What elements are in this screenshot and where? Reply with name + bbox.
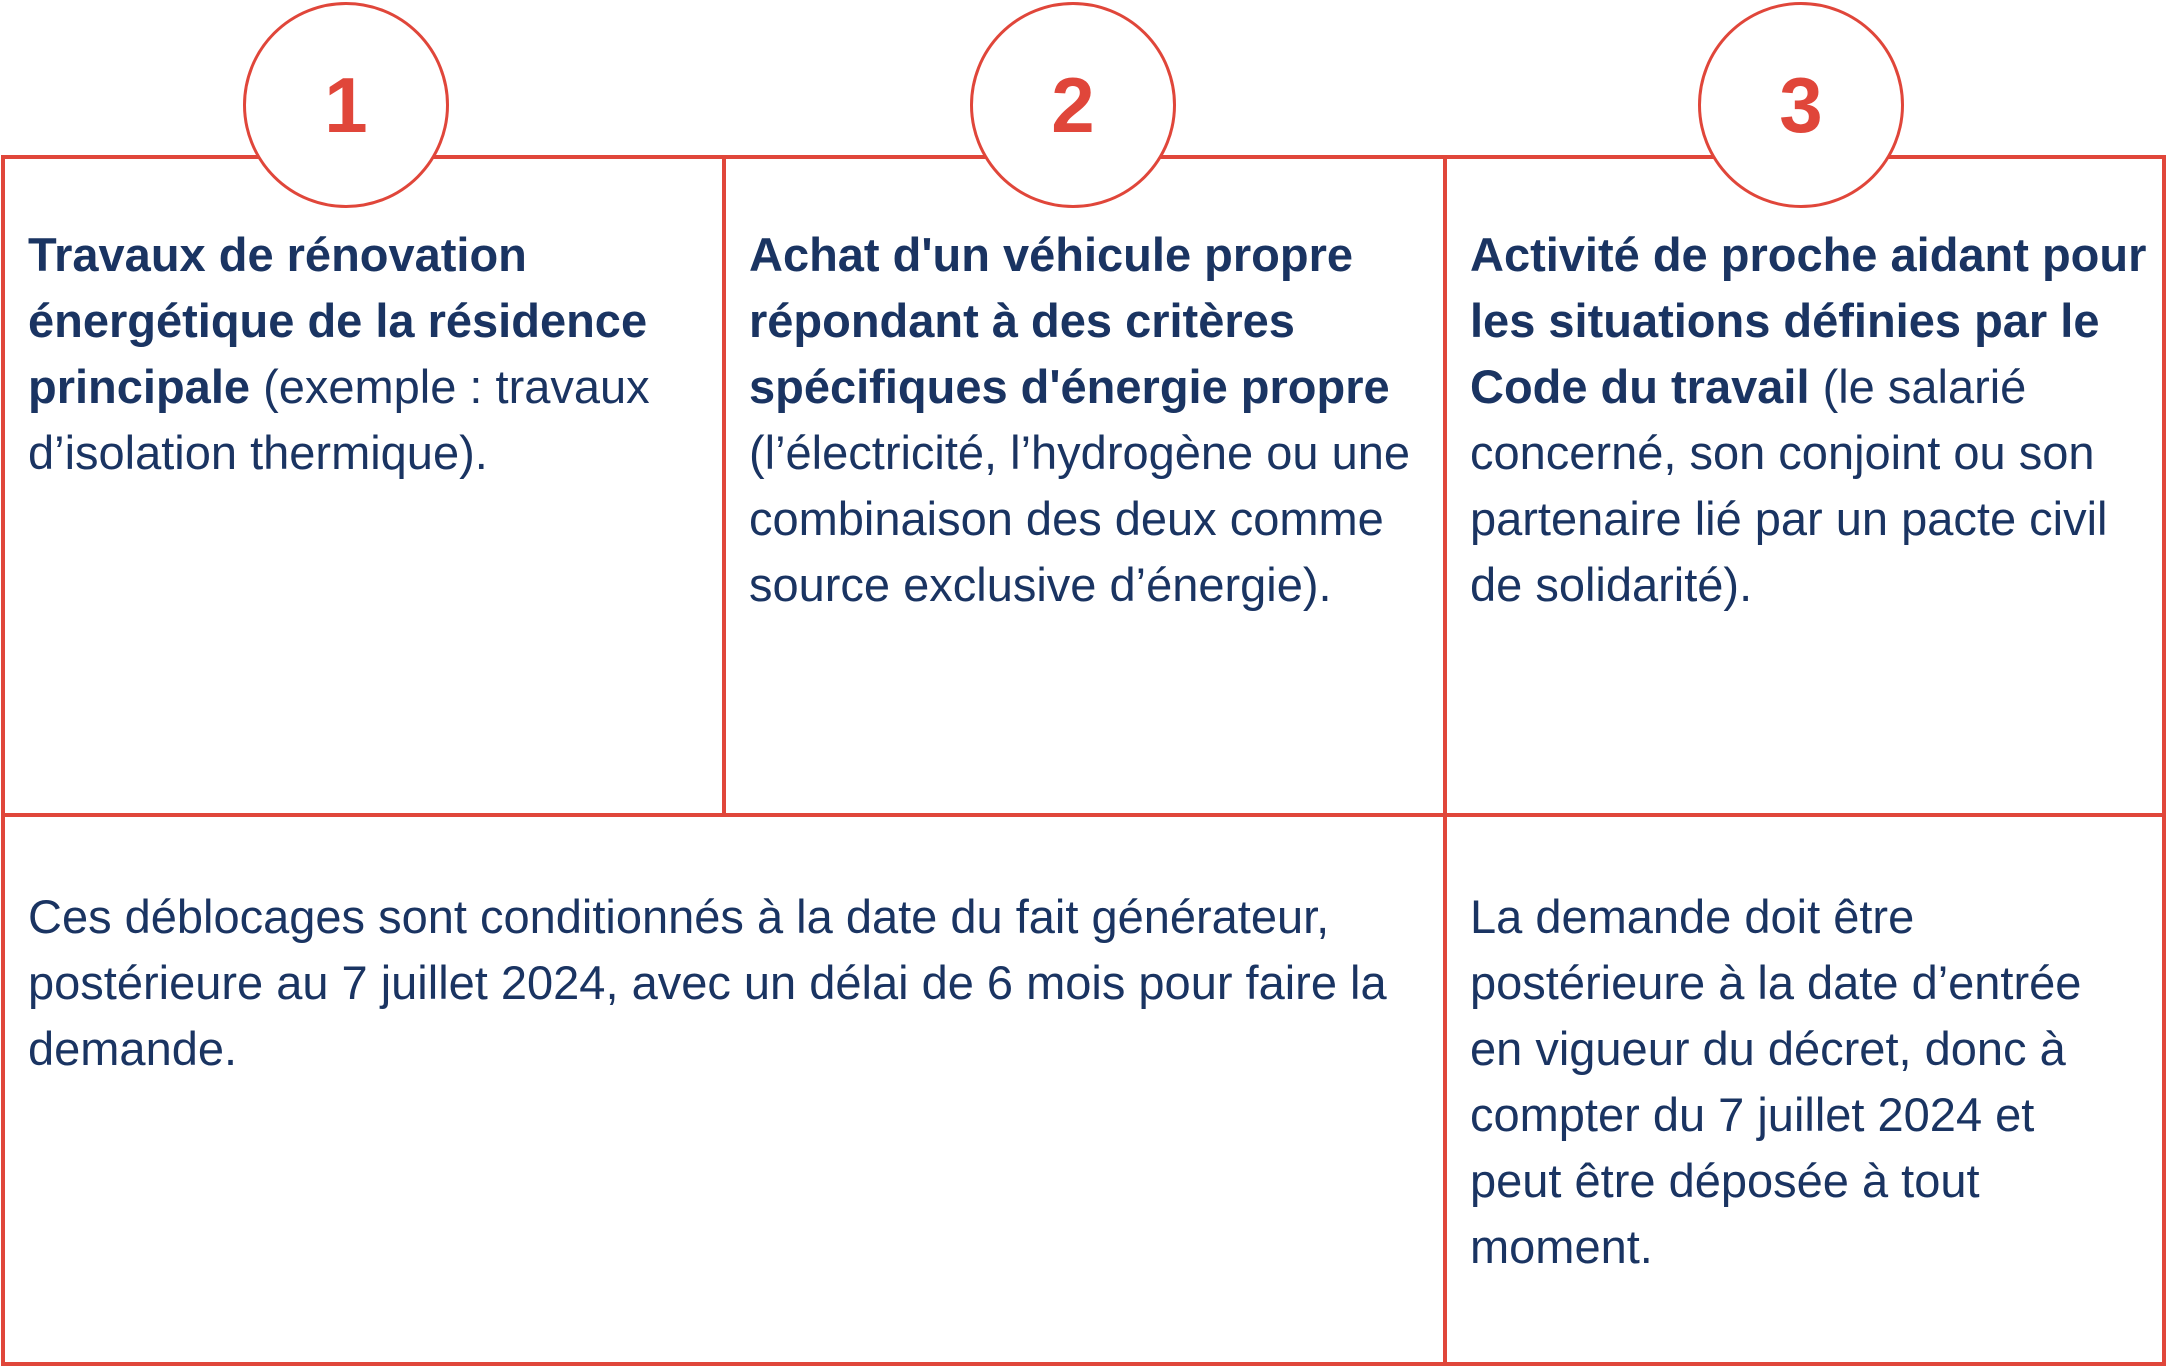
note-left: Ces déblocages sont conditionnés à la da… [28,890,1387,1075]
step-2-number-badge: 2 [970,2,1176,208]
step-1-title: Travaux de rénovation énergétique de la … [28,228,648,413]
step-2-text: Achat d'un véhicule propre répondant à d… [749,222,1429,618]
step-1-number-badge: 1 [243,2,449,208]
step-3-detail: (le salarié concerné, son conjoint ou so… [1470,360,2108,611]
step-2-detail: (l’électricité, l’hydrogène ou une combi… [749,426,1410,611]
step-1-text: Travaux de rénovation énergétique de la … [28,222,688,486]
divider-col-1 [722,155,726,817]
note-right: La demande doit être postérieure à la da… [1470,890,2082,1273]
step-3-number-badge: 3 [1698,2,1904,208]
step-3-title: Activité de proche aidant pour les situa… [1470,228,2147,413]
step-2-title: Achat d'un véhicule propre répondant à d… [749,228,1390,413]
divider-row [1,813,2166,817]
step-1-detail: (exemple : travaux d’isolation thermique… [28,360,650,479]
step-3-text: Activité de proche aidant pour les situa… [1470,222,2160,618]
divider-col-2 [1443,155,1447,1366]
